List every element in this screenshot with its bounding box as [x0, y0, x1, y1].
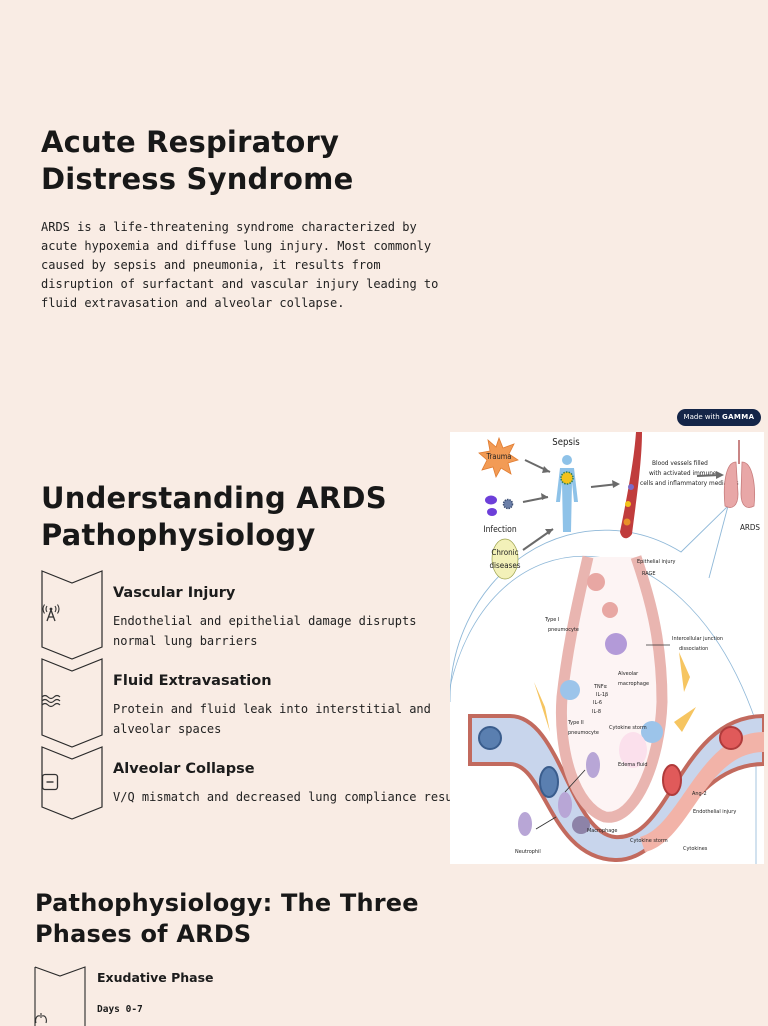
- figure-label: Neutrophil: [515, 849, 541, 855]
- phase-title: Exudative Phase: [97, 970, 214, 985]
- figure-label: Type I: [544, 617, 559, 623]
- infection-icon: Infection: [483, 495, 517, 535]
- chevron-badge: [41, 658, 103, 748]
- figure-label: diseases: [489, 561, 520, 570]
- chevron-badge: [41, 570, 103, 660]
- lungs-icon: ARDS: [723, 440, 760, 532]
- lungs-icon: [34, 1012, 86, 1024]
- made-with-gamma-badge[interactable]: Made with GAMMA: [677, 409, 761, 426]
- figure-label: Epithelial injury: [637, 559, 676, 565]
- badge-brand: GAMMA: [721, 413, 755, 421]
- item-description: Protein and fluid leak into interstitial…: [113, 700, 431, 739]
- item-description-line: Protein and fluid leak into interstitial…: [113, 702, 431, 716]
- figure-label: Intercellular junction: [672, 636, 723, 642]
- pathophysiology-item-vascular-injury: Vascular Injury Endothelial and epitheli…: [41, 570, 441, 660]
- figure-label: Cytokine storm: [630, 838, 668, 844]
- figure-label: Type II: [567, 720, 584, 726]
- item-title: Alveolar Collapse: [113, 761, 255, 777]
- figure-label: Chronic: [491, 548, 518, 557]
- capillary-vessel: [468, 713, 764, 863]
- sepsis-person-icon: Sepsis: [552, 437, 580, 532]
- phase-item-exudative: Exudative Phase Days 0-7: [34, 966, 434, 1026]
- badge-prefix: Made with: [683, 413, 720, 421]
- figure-label: Infection: [483, 525, 517, 535]
- blood-vessel-icon: [620, 432, 642, 539]
- alveolus: [518, 555, 696, 836]
- figure-label: Edema fluid: [618, 762, 648, 768]
- figure-label: pneumocyte: [548, 627, 579, 633]
- figure-label: Trauma: [486, 452, 512, 461]
- figure-label: Ang-2: [692, 791, 707, 797]
- item-title: Vascular Injury: [113, 585, 236, 601]
- figure-label: TNFα: [593, 684, 608, 690]
- item-description: V/Q mismatch and decreased lung complian…: [113, 788, 450, 808]
- pathophysiology-item-fluid-extravasation: Fluid Extravasation Protein and fluid le…: [41, 658, 441, 748]
- figure-label: IL-8: [592, 709, 601, 715]
- figure-label: dissociation: [679, 646, 708, 652]
- chevron-badge: [41, 746, 103, 820]
- figure-label: Macrophage: [587, 828, 617, 834]
- chronic-diseases-icon: Chronic diseases: [489, 538, 521, 580]
- pathophysiology-item-alveolar-collapse: Alveolar Collapse V/Q mismatch and decre…: [41, 746, 450, 820]
- figure-label: Sepsis: [552, 437, 580, 448]
- item-description-line: alveolar spaces: [113, 721, 222, 736]
- ards-pathophysiology-illustration: Trauma Infection Chronic diseases Sepsis: [450, 432, 764, 864]
- figure-label: Cytokines: [683, 846, 708, 852]
- chevron-badge: [34, 966, 86, 1026]
- item-description-line: V/Q mismatch and decreased lung complian…: [113, 790, 450, 804]
- page-title: Acute Respiratory Distress Syndrome: [41, 125, 354, 196]
- figure-label: IL-6: [593, 700, 602, 706]
- item-title: Fluid Extravasation: [113, 673, 272, 689]
- figure-label: pneumocyte: [568, 730, 599, 736]
- figure-label: Blood vessels filled: [652, 459, 708, 467]
- intro-paragraph: ARDS is a life-threatening syndrome char…: [41, 220, 439, 310]
- figure-label: with activated immune: [649, 469, 717, 477]
- section-title-understanding: Understanding ARDS Pathophysiology: [41, 481, 387, 552]
- item-description-line: normal lung barriers: [113, 633, 258, 648]
- figure-label: ARDS: [740, 523, 760, 532]
- item-description: Endothelial and epithelial damage disrup…: [113, 612, 416, 651]
- trauma-icon: Trauma: [478, 436, 519, 479]
- item-description-line: Endothelial and epithelial damage disrup…: [113, 614, 417, 628]
- figure-label: Cytokine storm: [609, 725, 647, 731]
- figure-label: RAGE: [642, 571, 655, 577]
- waves-icon: [41, 694, 103, 708]
- minus-box-icon: [41, 773, 103, 791]
- figure-label: macrophage: [618, 681, 649, 687]
- figure-label: cells and inflammatory mediators: [640, 479, 739, 487]
- figure-label: Alveolar: [618, 671, 639, 677]
- phase-subtitle: Days 0-7: [97, 1004, 143, 1015]
- section-title-phases: Pathophysiology: The Three Phases of ARD…: [35, 889, 419, 948]
- figure-label: Endothelial injury: [693, 809, 736, 815]
- figure-label: IL-1β: [596, 692, 608, 698]
- antenna-icon: [41, 604, 103, 622]
